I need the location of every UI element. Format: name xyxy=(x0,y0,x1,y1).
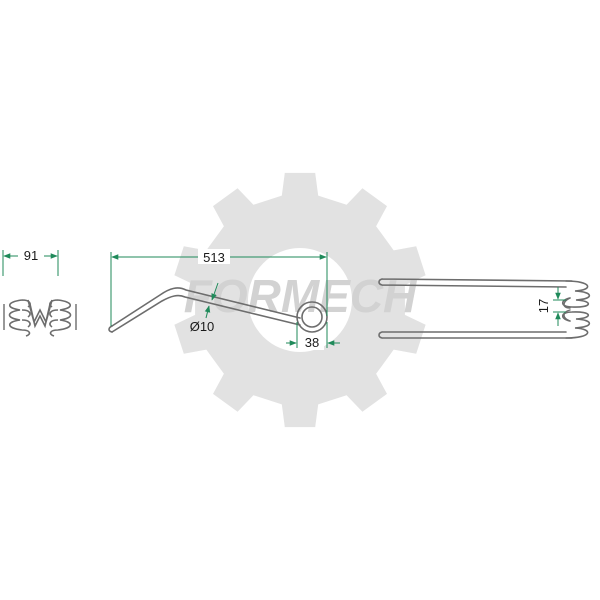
top-tine-lower xyxy=(378,331,573,339)
coil-center-junction xyxy=(27,299,53,329)
dim-coil-offset-label: 38 xyxy=(305,335,319,350)
watermark-text: FORMECH xyxy=(184,270,417,322)
tine-coil xyxy=(296,301,328,333)
dim-total-length-label: 513 xyxy=(203,250,225,265)
dimension-coil-offset: 38 xyxy=(286,322,340,350)
top-coil-lower xyxy=(561,311,591,339)
dimension-total-length: 513 xyxy=(110,249,328,326)
dim-wire-diameter-label: Ø10 xyxy=(190,319,215,334)
watermark-gear: FORMECH xyxy=(174,172,426,428)
dim-coil-width-label: 91 xyxy=(24,248,38,263)
tine-outline-inner xyxy=(111,294,301,333)
dimension-coil-width: 91 xyxy=(2,248,59,276)
tine-outline xyxy=(111,287,301,327)
top-tine-upper xyxy=(378,278,573,288)
dim-coil-gap-label: 17 xyxy=(536,299,551,313)
gear-hole xyxy=(248,248,352,352)
top-coil-upper xyxy=(561,280,591,308)
coil-right-stack xyxy=(49,299,72,337)
tine-top-view xyxy=(378,278,591,339)
dimension-wire-diameter: Ø10 xyxy=(190,282,219,334)
coil-left-stack xyxy=(8,299,31,337)
tine-side-view xyxy=(108,287,328,333)
dimension-coil-gap: 17 xyxy=(536,287,566,326)
coil-end-view xyxy=(3,299,77,337)
